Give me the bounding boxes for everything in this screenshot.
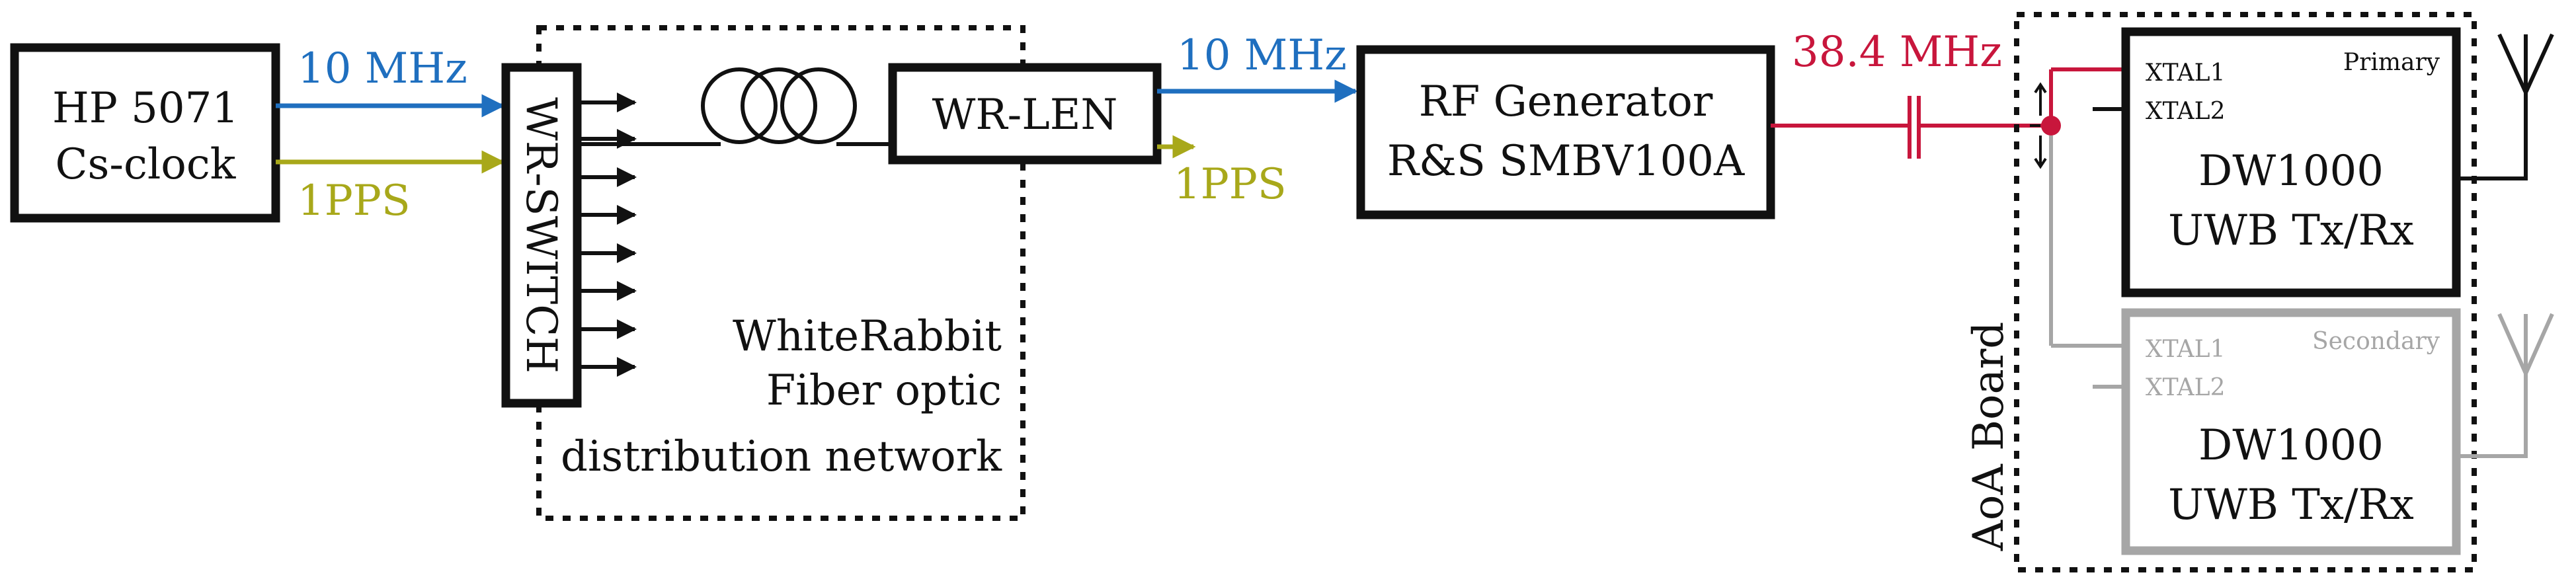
- rf-switch-icon: [2030, 82, 2047, 169]
- network-caption-line2: Fiber optic: [766, 366, 1002, 415]
- secondary-antenna-icon: [2456, 313, 2554, 458]
- rf-generator-model: R&S SMBV100A: [1387, 137, 1745, 186]
- hp-model-label: HP 5071: [52, 84, 239, 133]
- wrlen-to-generator-signals: 10 MHz 1PPS: [1157, 31, 1358, 209]
- primary-chip-name: DW1000: [2198, 147, 2384, 196]
- network-caption: WhiteRabbit Fiber optic distribution net…: [561, 312, 1002, 481]
- network-caption-line3: distribution network: [561, 432, 1002, 481]
- secondary-dw1000-block: Secondary XTAL1 XTAL2 DW1000 UWB Tx/Rx: [2121, 308, 2461, 555]
- fiber-link: [577, 67, 893, 146]
- primary-tag: Primary: [2343, 49, 2440, 76]
- rf-38mhz-label: 38.4 MHz: [1792, 28, 2002, 77]
- network-caption-line1: WhiteRabbit: [733, 312, 1002, 361]
- fiber-coil-icon: [701, 67, 778, 144]
- secondary-tag: Secondary: [2312, 328, 2440, 355]
- primary-dw1000-block: Primary XTAL1 XTAL2 DW1000 UWB Tx/Rx: [2121, 27, 2461, 297]
- pps-label-a: 1PPS: [298, 176, 411, 225]
- fiber-coil-icon: [780, 67, 857, 144]
- primary-antenna-icon: [2456, 33, 2554, 180]
- fiber-coil-icon: [741, 67, 817, 144]
- secondary-chip-name: DW1000: [2198, 421, 2384, 470]
- primary-xtal2-pin: XTAL2: [2146, 98, 2225, 125]
- ref-10mhz-label-b: 10 MHz: [1177, 31, 1347, 80]
- wr-switch-block: WR-SWITCH: [501, 63, 582, 408]
- primary-chip-desc: UWB Tx/Rx: [2168, 206, 2414, 255]
- secondary-xtal2-pin: XTAL2: [2146, 374, 2225, 401]
- secondary-chip-desc: UWB Tx/Rx: [2168, 481, 2414, 529]
- pps-label-b: 1PPS: [1174, 160, 1287, 209]
- rf-generator-title: RF Generator: [1419, 77, 1713, 126]
- rf-generator-block: RF Generator R&S SMBV100A: [1356, 45, 1775, 219]
- rf-38mhz-path: [1771, 67, 2126, 159]
- hp-cs-clock-block: HP 5071 Cs-clock: [10, 43, 280, 223]
- wr-len-label: WR-LEN: [932, 91, 1118, 139]
- switch-output-arrows: [577, 93, 637, 377]
- ref-10mhz-label-a: 10 MHz: [298, 44, 467, 93]
- wr-len-block: WR-LEN: [888, 63, 1162, 165]
- hp-clock-label: Cs-clock: [56, 140, 237, 189]
- aoa-board-frame: [2014, 12, 2477, 572]
- primary-xtal1-pin: XTAL1: [2146, 59, 2225, 87]
- secondary-xtal1-pin: XTAL1: [2146, 336, 2225, 363]
- rf-secondary-branch: [2049, 136, 2126, 348]
- aoa-board-label: AoA Board: [1964, 322, 2013, 552]
- wr-switch-label: WR-SWITCH: [516, 97, 565, 373]
- hp-to-switch-signals: 10 MHz 1PPS: [276, 44, 505, 225]
- rf-junction-dot: [2041, 116, 2061, 136]
